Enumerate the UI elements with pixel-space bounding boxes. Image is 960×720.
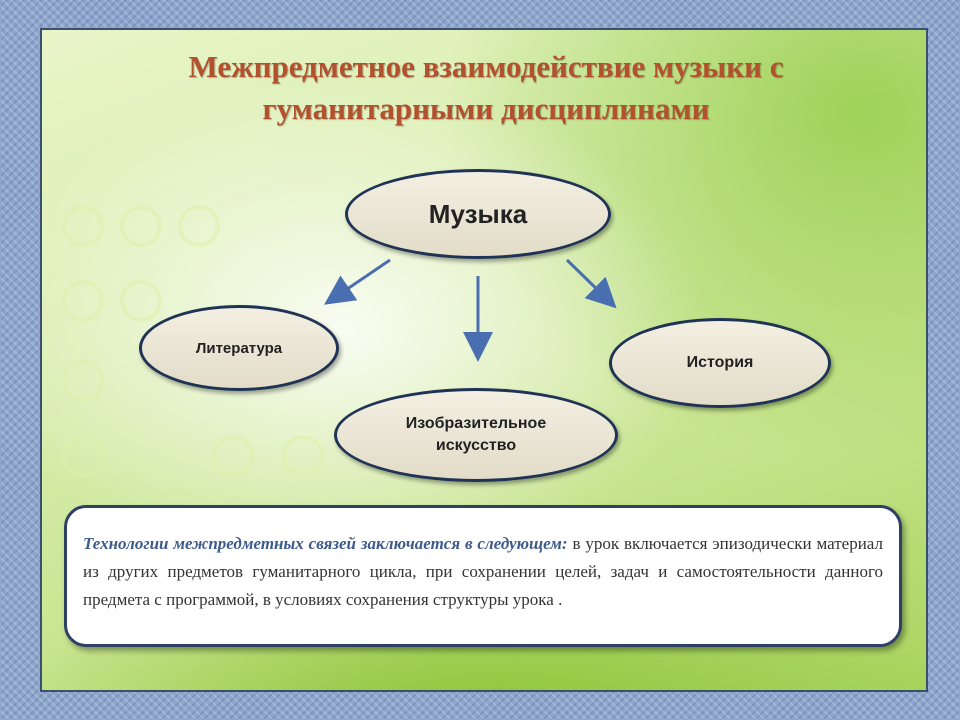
node-literature-label: Литература: [195, 339, 283, 357]
description-body: в урок включается эпизодически материал …: [83, 534, 883, 609]
node-history: История: [609, 318, 831, 408]
decorative-ring: [212, 435, 254, 477]
decorative-ring: [62, 280, 104, 322]
description-lead: Технологии межпредметных связей заключае…: [83, 534, 568, 553]
node-music: Музыка: [345, 169, 611, 259]
node-history-label: История: [686, 354, 754, 371]
decorative-ring: [62, 360, 104, 402]
node-literature: Литература: [139, 305, 339, 391]
decorative-ring: [282, 435, 324, 477]
arrow-to-history: [565, 258, 617, 309]
title-line-1: Межпредметное взаимодействие музыки с: [188, 49, 784, 84]
slide-title: Межпредметное взаимодействие музыки с гу…: [42, 46, 926, 130]
decorative-ring: [120, 280, 162, 322]
decorative-ring: [62, 205, 104, 247]
title-line-2: гуманитарными дисциплинами: [262, 91, 710, 126]
decorative-ring: [62, 435, 104, 477]
node-fine-art: Изобразительное искусство: [334, 388, 618, 482]
arrow-to-literature: [324, 258, 391, 305]
description-box: Технологии межпредметных связей заключае…: [64, 505, 902, 647]
node-fine-art-line-2: искусство: [435, 437, 517, 454]
node-fine-art-label: Изобразительное искусство: [386, 413, 566, 457]
node-music-label: Музыка: [428, 198, 528, 229]
slide: Межпредметное взаимодействие музыки с гу…: [40, 28, 928, 692]
decorative-ring: [178, 205, 220, 247]
decorative-ring: [120, 205, 162, 247]
node-fine-art-line-1: Изобразительное: [405, 415, 547, 432]
